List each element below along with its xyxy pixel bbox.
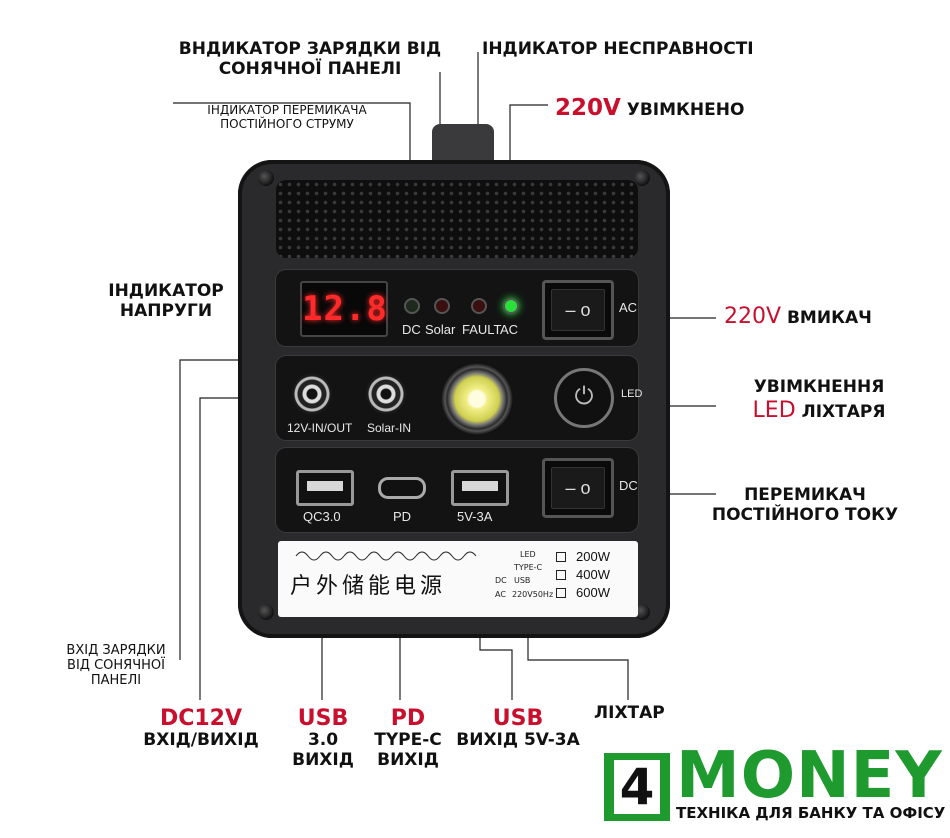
callout-flashlight-on-led: LED [752,397,796,423]
callout-flashlight-on-text: ЛІХТАРЯ [801,401,886,422]
carry-handle [432,124,494,164]
callout-ac-switch: 220V ВМИКАЧ [724,304,872,329]
logo-word: MONEY [676,739,943,813]
dc-rocker-switch[interactable]: – o [542,458,614,518]
callout-ac-on-voltage: 220V [555,95,621,121]
callout-pd: PD TYPE-C ВИХІД [360,706,456,770]
speaker-grill [276,180,638,258]
callout-usb30-title: USB [297,706,349,731]
screw-bottom-right [634,604,650,620]
watt-400: 400W [576,567,610,582]
checkbox-600w [556,588,566,598]
indicator-label-dc: DC [402,322,421,337]
callout-dc-switch-indicator: ІНДИКАТОР ПЕРЕМИКАЧА ПОСТІЙНОГО СТРУМУ [207,103,367,131]
callout-flashlight-on-line1: УВІМКНЕННЯ [753,377,885,397]
led-button-label: LED [621,388,643,400]
screw-bottom-left [258,604,274,620]
callout-ac-on: 220V УВІМКНЕНО [555,95,744,121]
sticker-line-voltage: 220V50Hz [512,590,554,599]
sticker-chinese-title: 户外储能电源 [290,574,447,599]
port-qc-label: QC3.0 [303,509,341,524]
led-power-button[interactable]: ⏻ [554,368,614,428]
power-icon: ⏻ [574,383,594,410]
sticker-left-dc: DC [495,576,507,585]
indicator-label-ac: AC [500,322,519,337]
sticker-line-typec: TYPE-C [514,563,543,572]
port-pd-label: PD [393,509,412,524]
callout-ac-on-text: УВІМКНЕНО [626,100,745,120]
dc-rocker-face: – o [551,467,605,509]
callout-dc12v: DC12V ВХІД/ВИХІД [126,706,276,751]
callout-usb30-text: 3.0 ВИХІД [292,730,354,770]
ac-rocker-face: – o [551,289,605,331]
usb-typec-port[interactable] [378,477,426,499]
dc-switch-label: DC [619,478,638,493]
port-solar-label: Solar-IN [367,421,412,435]
usb-5v-port[interactable] [451,470,509,506]
checkbox-200w [556,552,566,562]
sticker-left-ac: AC [495,590,506,599]
dc12v-port[interactable] [292,374,332,414]
sticker-line-usb: USB [514,576,531,585]
dc-indicator-led [404,298,420,314]
ac-rocker-switch[interactable]: – o [542,280,614,340]
callout-flashlight-on: УВІМКНЕННЯ LED ЛІХТАРЯ [724,377,914,423]
watt-200: 200W [576,549,610,564]
logo-tagline: ТЕХНІКА ДЛЯ БАНКУ ТА ОФІСУ [676,804,946,822]
fault-indicator-led [471,298,487,314]
screw-top-right [634,170,650,186]
callout-dc-switch: ПЕРЕМИКАЧ ПОСТІЙНОГО ТОКУ [711,485,899,525]
callout-usb5v: USB ВИХІД 5V-3A [448,706,588,751]
callout-usb5v-title: USB [492,706,544,731]
callout-pd-title: PD [390,706,426,731]
callout-dc12v-text: ВХІД/ВИХІД [143,730,259,751]
callout-solar-charge-indicator: ВНДИКАТОР ЗАРЯДКИ ВІД СОНЯЧНОЇ ПАНЕЛІ [178,39,442,79]
checkbox-400w [556,570,566,580]
port-usb-label: 5V-3A [457,509,493,524]
voltage-display: 12.8 [300,281,388,337]
solar-indicator-led [434,298,450,314]
callout-usb30: USB 3.0 ВИХІД [278,706,368,770]
callout-pd-text: TYPE-C ВИХІД [374,730,442,770]
flashlight-lamp [440,362,514,436]
callout-solar-input: ВХІД ЗАРЯДКИ ВІД СОНЯЧНОЇ ПАНЕЛІ [66,643,166,688]
port-12v-label: 12V-IN/OUT [287,421,353,435]
callout-usb5v-text: ВИХІД 5V-3A [456,730,580,751]
callout-flashlight: ЛІХТАР [594,703,665,723]
screw-top-left [258,170,274,186]
callout-ac-switch-voltage: 220V [724,304,782,329]
watt-600: 600W [576,585,610,600]
solar-in-port[interactable] [366,374,406,414]
indicator-label-fault: FAULT [462,322,502,337]
usb-qc3-port[interactable] [296,470,354,506]
callout-voltage-indicator: ІНДИКАТОР НАПРУГИ [108,281,224,321]
callout-flashlight-on-line2: LED ЛІХТАРЯ [724,398,914,423]
sticker-line-led: LED [520,550,536,559]
callout-fault-indicator: ІНДИКАТОР НЕСПРАВНОСТІ [482,39,754,59]
logo-digit: 4 [614,760,660,814]
callout-ac-switch-text: ВМИКАЧ [786,308,872,328]
indicator-label-solar: Solar [425,322,456,337]
callout-dc12v-title: DC12V [159,706,243,731]
ac-indicator-led [503,298,519,314]
ac-switch-label: AC [619,300,638,315]
product-sticker [278,541,638,617]
